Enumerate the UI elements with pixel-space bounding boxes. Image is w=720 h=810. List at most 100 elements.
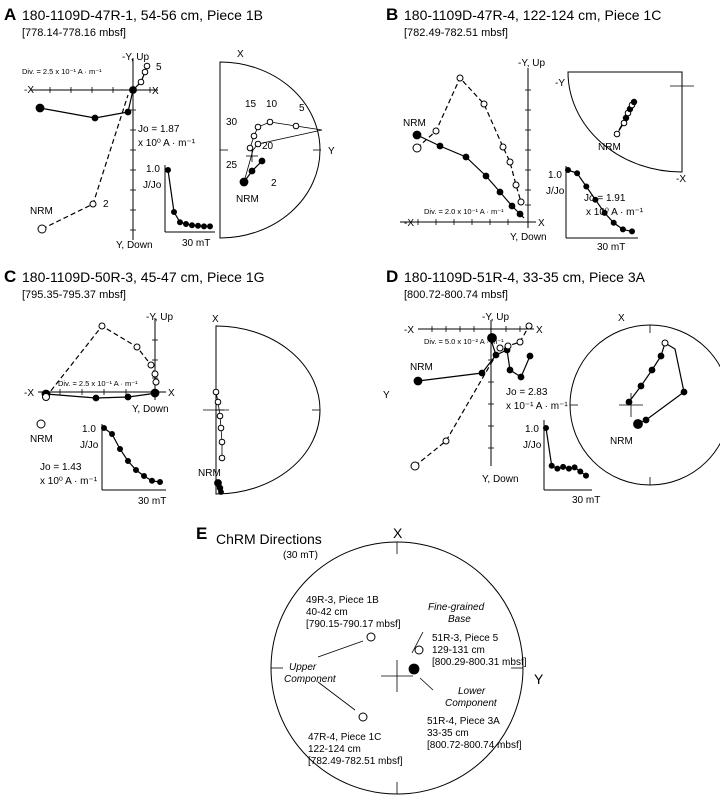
panel-d-div: Div. = 5.0 x 10⁻² A · m⁻¹ [424, 337, 504, 346]
panel-d-decay-point [560, 463, 567, 470]
panel-a-axis-right: X [152, 86, 159, 97]
panel-a-title: 180-1109D-47R-1, 54-56 cm, Piece 1B [22, 7, 263, 23]
panel-e-upper-1: Upper [289, 662, 317, 673]
panel-a-decay-point [164, 166, 171, 173]
panel-a-stereonet: X Y 15 10 5 30 20 25 2 NRM [219, 49, 335, 239]
panel-b-zijderveld: -X X -Y, Up Y, Down Div. = 2.0 x 10⁻¹ A … [400, 58, 547, 243]
panel-e-point-51r4 [408, 663, 420, 675]
panel-d-stereonet: X Y NRM [569, 313, 720, 486]
panel-e-51r3-3: [800.29-800.31 mbsf] [432, 657, 527, 668]
panel-b-decay-point [592, 196, 599, 203]
panel-e-point-51r3 [414, 645, 424, 655]
panel-b-depth: [782.49-782.51 mbsf] [404, 27, 508, 39]
panel-a-step-5: 5 [156, 62, 162, 73]
panel-a-zijderveld: -X X -Y, Up Y, Down Div. = 2.5 x 10⁻¹ A … [22, 52, 196, 251]
panel-b-decay-point [574, 170, 581, 177]
panel-e-47r-1: 47R-4, Piece 1C [308, 732, 381, 743]
panel-c-decay-label: J/Jo [80, 440, 99, 451]
panel-e-title: ChRM Directions [216, 531, 322, 547]
panel-e-51r3-1: 51R-3, Piece 5 [432, 633, 499, 644]
panel-b-decay-points [565, 166, 636, 235]
panel-c-jo-2: x 10⁰ A · m⁻¹ [40, 476, 98, 487]
panel-a-letter: A [4, 5, 16, 24]
panel-b-stereonet: -Y -X NRM [555, 71, 694, 185]
panel-b-stereo-x: -X [676, 174, 686, 185]
panel-c-axis-left: -X [24, 388, 34, 399]
panel-b-letter: B [386, 5, 398, 24]
panel-d-axis-right: X [536, 325, 543, 336]
panel-c-zijderveld: -X X -Y, Up Y, Down Div. = 2.5 x 10⁻¹ A … [24, 312, 175, 445]
panel-e-subtitle: (30 mT) [283, 550, 318, 561]
panel-a-nrm-label: NRM [30, 206, 53, 217]
panel-a-decay-plot: 1.0 J/Jo 30 mT [143, 164, 215, 249]
panel-a-stereo-nrm: NRM [236, 194, 259, 205]
panel-c-decay-point [132, 466, 139, 473]
panel-b-decay-plot: 1.0 J/Jo 30 mT Jo = 1.91 x 10⁰ A · m⁻¹ [546, 166, 644, 253]
panel-d-decay-label: J/Jo [523, 440, 542, 451]
panel-a-step-2: 2 [103, 199, 109, 210]
panel-e-51r4-1: 51R-4, Piece 3A [427, 716, 500, 727]
panel-e-49r-3: [790.15-790.17 mbsf] [306, 619, 401, 630]
panel-e-51r3-2: 129-131 cm [432, 645, 485, 656]
panel-a-axis-down: Y, Down [116, 240, 153, 251]
panel-a-stereo-step-2: 2 [271, 178, 277, 189]
panel-a-depth: [778.14-778.16 mbsf] [22, 27, 126, 39]
panel-d-decay-point [548, 462, 555, 469]
panel-a-decay-point [206, 223, 213, 230]
panel-d-decay-point [571, 464, 578, 471]
panel-b-decay-point [601, 209, 608, 216]
panel-b-decay-point [583, 183, 590, 190]
panel-a-decay-point [176, 219, 183, 226]
panel-d-stereo-x: X [618, 313, 625, 324]
panel-c-stereo-nrm: NRM [198, 468, 221, 479]
panel-d-axis-down: Y, Down [482, 474, 519, 485]
panel-b-jo-2: x 10⁰ A · m⁻¹ [586, 207, 644, 218]
panel-a-decay-line [167, 169, 210, 227]
panel-a-nrm-horiz [35, 103, 45, 113]
panel-e-point-47r4 [358, 712, 368, 722]
panel-d-decay-point [583, 472, 590, 479]
panel-d-decay-point [565, 465, 572, 472]
panel-e-fine-1: Fine-grained [428, 602, 485, 613]
panel-e-lower-2: Component [445, 698, 498, 709]
panel-d-jo-1: Jo = 2.83 [506, 387, 548, 398]
panel-b-decay-point [619, 226, 626, 233]
panel-d: D 180-1109D-51R-4, 33-35 cm, Piece 3A [8… [383, 267, 720, 506]
panel-a-axis-up: -Y, Up [122, 52, 149, 63]
panel-c-depth: [795.35-795.37 mbsf] [22, 289, 126, 301]
panel-b-stereo-nrm: NRM [598, 142, 621, 153]
panel-e-49r-2: 40-42 cm [306, 607, 348, 618]
panel-a-jo-2: x 10⁰ A · m⁻¹ [138, 138, 196, 149]
panel-c-axis-down: Y, Down [132, 404, 169, 415]
panel-d-letter: D [386, 267, 398, 286]
panel-e-axis-x: X [393, 525, 403, 541]
panel-a-stereo-step-10: 10 [266, 99, 278, 110]
panel-b-decay-point [629, 228, 636, 235]
panel-a-axis-left: -X [24, 85, 34, 96]
panel-c-decay-point [117, 445, 124, 452]
panel-b-decay-point [610, 219, 617, 226]
panel-c: C 180-1109D-50R-3, 45-47 cm, Piece 1G [7… [4, 267, 321, 507]
panel-d-depth: [800.72-800.74 mbsf] [404, 289, 508, 301]
panel-b-axis-up: -Y, Up [518, 58, 545, 69]
panel-d-decay-plot: 1.0 J/Jo 30 mT [523, 420, 600, 506]
panel-a-decay-field: 30 mT [182, 238, 210, 249]
panel-a-decay-top: 1.0 [146, 164, 160, 175]
panel-c-decay-point [125, 457, 132, 464]
panel-c-jo-1: Jo = 1.43 [40, 462, 82, 473]
panel-a-decay-label: J/Jo [143, 180, 162, 191]
panel-e-upper-2: Component [284, 674, 337, 685]
panel-c-decay-point [156, 478, 163, 485]
panel-b-axis-right: X [538, 218, 545, 229]
panel-c-decay-point [148, 477, 155, 484]
panel-a-decay-point [200, 223, 207, 230]
panel-d-axis-y-side: Y [383, 390, 390, 401]
panel-c-decay-point [109, 430, 116, 437]
panel-a-stereo-y: Y [328, 146, 335, 157]
panel-d-decay-point [577, 468, 584, 475]
panel-a-stereo-step-30: 30 [226, 117, 238, 128]
panel-c-decay-top: 1.0 [82, 424, 96, 435]
panel-c-decay-point [101, 424, 108, 431]
panel-c-decay-field: 30 mT [138, 496, 166, 507]
